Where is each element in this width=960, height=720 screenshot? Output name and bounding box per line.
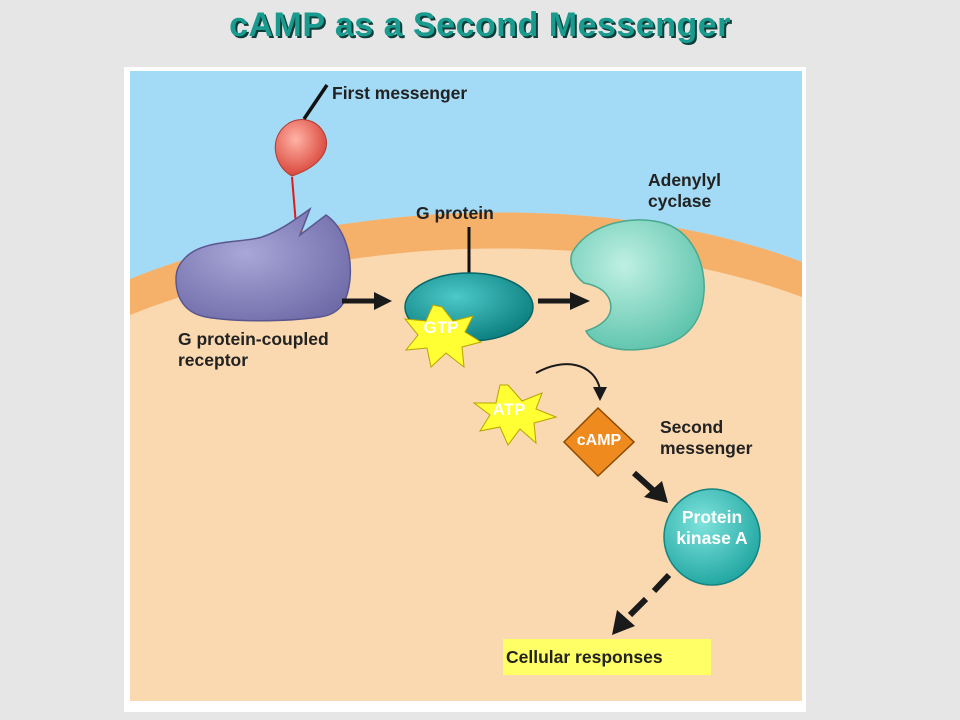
label-receptor-line2: receptor (178, 350, 249, 370)
label-adenylyl-cyclase-line2: cyclase (648, 191, 712, 211)
arrow-camp-to-pka-shaft (631, 470, 657, 494)
protein-kinase-a (663, 488, 761, 586)
first-messenger-molecule (274, 119, 327, 177)
camp-diamond (562, 406, 636, 478)
label-pka-line1: Protein (681, 507, 743, 527)
label-atp: ATP (492, 400, 526, 419)
dashed-arrow-segment-1 (651, 572, 672, 594)
label-g-protein: G protein (416, 203, 494, 223)
label-protein-kinase-a: Protein kinase A (664, 507, 760, 549)
label-first-messenger: First messenger (332, 83, 468, 103)
label-adenylyl-cyclase: Adenylyl cyclase (648, 170, 721, 212)
arrow-camp-to-pka-head (644, 481, 668, 503)
first-messenger-pointer (302, 84, 329, 120)
diagram-canvas (124, 71, 806, 712)
label-receptor-line1: G protein-coupled (178, 329, 329, 349)
adenylyl-cyclase (570, 219, 705, 351)
page-title: cAMP as a Second Messenger (229, 6, 731, 44)
label-adenylyl-cyclase-line1: Adenylyl (648, 170, 721, 190)
gtp-starburst (403, 304, 483, 369)
label-receptor: G protein-coupled receptor (178, 329, 329, 371)
label-second-messenger-line2: messenger (660, 438, 753, 458)
label-pka-line2: kinase A (676, 528, 748, 548)
atp-to-camp-arrowhead (593, 387, 607, 401)
bottom-strip (124, 701, 806, 712)
label-camp: cAMP (576, 432, 622, 449)
arrow-gprotein-to-cyclase-head (570, 292, 590, 310)
binding-arrow-shaft (291, 176, 297, 226)
atp-to-camp-arrow (535, 363, 601, 390)
label-second-messenger-line1: Second (660, 417, 724, 437)
dashed-arrow-head (612, 610, 635, 635)
label-gtp: GTP (423, 318, 459, 337)
dashed-arrow-segment-2 (627, 596, 649, 618)
diagram-panel: First messenger G protein Adenylyl cycla… (124, 67, 806, 712)
label-second-messenger: Second messenger (660, 417, 752, 459)
cellular-responses-box: Cellular responses (503, 639, 711, 675)
atp-starburst (472, 384, 558, 446)
arrow-receptor-to-gprotein-head (374, 292, 392, 310)
